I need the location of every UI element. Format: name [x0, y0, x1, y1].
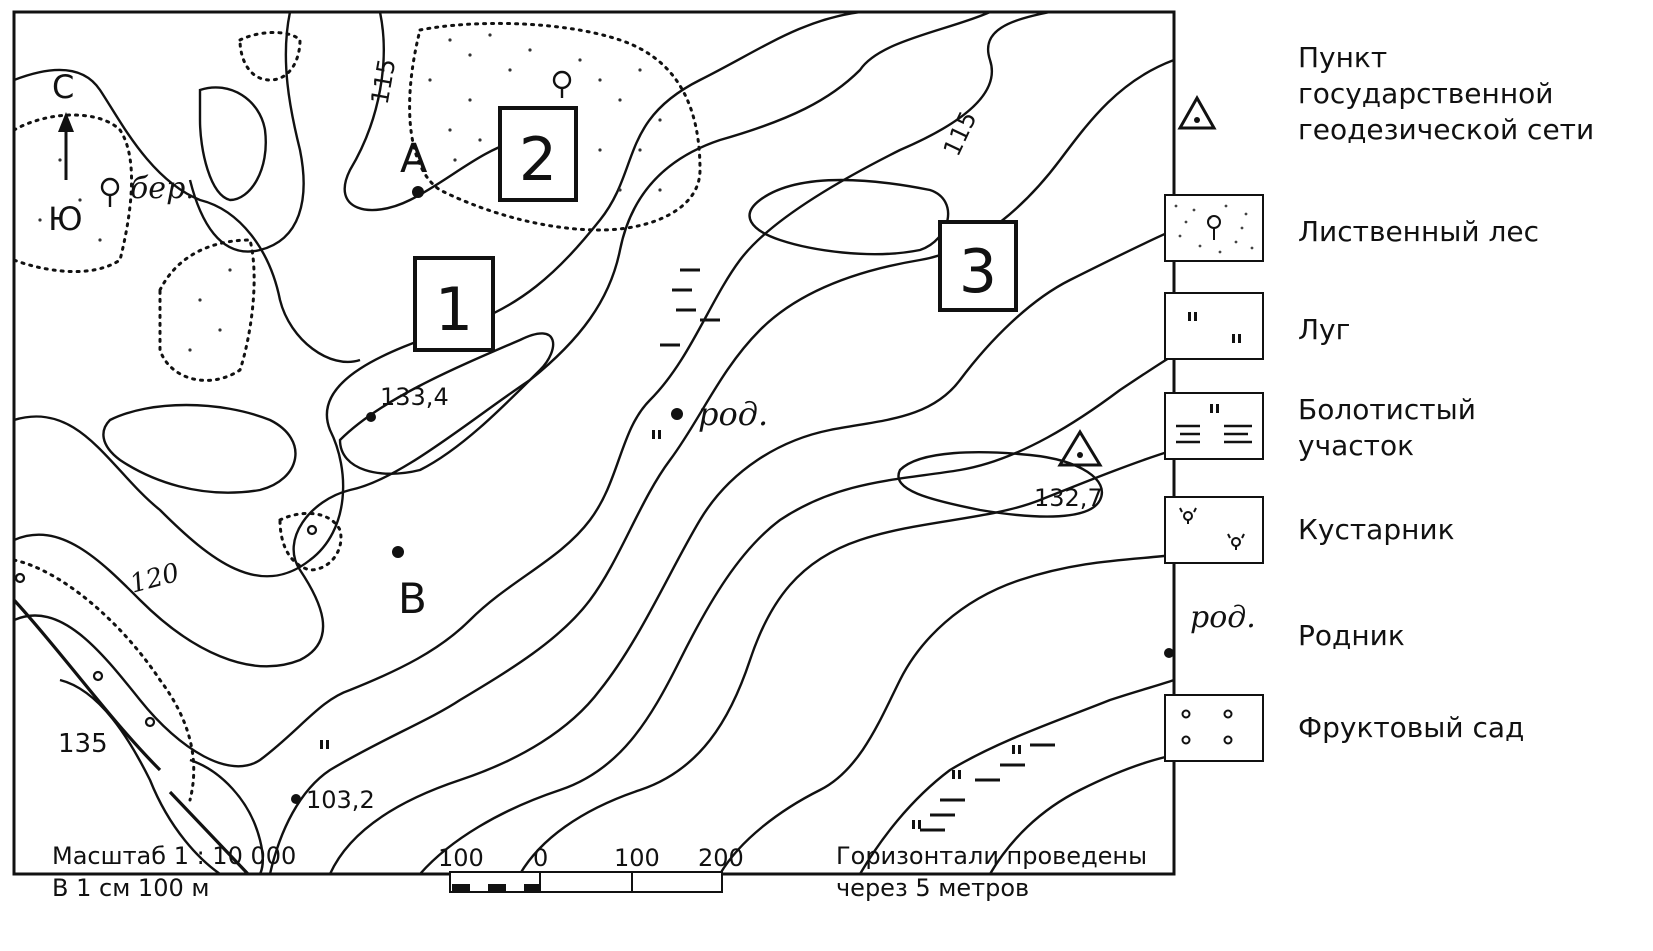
shrub-boundary — [14, 558, 196, 802]
svg-text:3: 3 — [959, 237, 997, 307]
scale-bar-label: 0 — [533, 844, 549, 872]
spring-label: род. — [698, 395, 768, 433]
orchard-boundary — [278, 511, 343, 572]
forest-tree-icon — [552, 70, 572, 98]
elevation-mark — [291, 794, 301, 804]
legend-label: Пункт — [1298, 41, 1388, 74]
contour-line — [14, 68, 361, 364]
contour-line — [718, 553, 1174, 874]
north-arrow: С Ю — [48, 68, 83, 238]
contour-line — [897, 451, 1103, 518]
contour-line — [518, 448, 1174, 874]
contour-line — [343, 12, 521, 212]
legend-label: Фруктовый сад — [1298, 711, 1525, 744]
contour-label: 115 — [366, 57, 402, 107]
contour-line — [59, 678, 221, 874]
legend-label: геодезической сети — [1298, 113, 1595, 146]
legend-label: Кустарник — [1298, 513, 1455, 546]
triangle-icon — [1177, 94, 1217, 130]
point-b-label: В — [398, 574, 427, 623]
deciduous-forest-icon — [1164, 194, 1264, 262]
point-a-marker — [412, 186, 424, 198]
forest-boundary — [14, 113, 134, 273]
contour-line — [419, 353, 1174, 874]
square-2: 2 — [498, 106, 578, 202]
road-lines — [12, 598, 250, 876]
south-label: Ю — [48, 200, 83, 238]
scale-text: Масштаб 1 : 10 000 — [52, 842, 297, 870]
elevation-mark — [366, 412, 376, 422]
svg-text:2: 2 — [519, 125, 557, 195]
contour-note: Горизонтали проведены — [836, 842, 1148, 870]
svg-text:1: 1 — [435, 275, 473, 345]
elevation-label: 103,2 — [306, 786, 375, 814]
contour-line — [14, 12, 1051, 768]
scale-subtext: В 1 см 100 м — [52, 874, 210, 902]
shrub-icon — [1164, 496, 1264, 564]
shrub-icons — [14, 524, 318, 728]
scale-bar-label: 100 — [438, 844, 484, 872]
contour-line — [198, 86, 267, 202]
contour-line — [988, 753, 1174, 874]
forest-boundary — [158, 238, 256, 382]
legend-label: Родник — [1298, 619, 1405, 652]
square-1: 1 — [413, 256, 495, 352]
contour-line — [858, 678, 1174, 874]
contour-line — [14, 12, 991, 668]
orchard-icon — [1164, 694, 1264, 762]
contour-line — [102, 403, 297, 494]
scale-bar-label: 100 — [614, 844, 660, 872]
contour-line — [338, 332, 555, 475]
contour-line — [748, 178, 950, 256]
elevation-label: 132,7 — [1034, 484, 1103, 512]
square-3: 3 — [938, 220, 1018, 312]
spring-icon: род. — [1160, 600, 1280, 670]
contour-label: 135 — [58, 729, 108, 759]
contour-line — [14, 12, 861, 578]
spring-marker — [671, 408, 683, 420]
contour-line — [328, 228, 1174, 874]
contour-line — [268, 58, 1174, 874]
forest-stipple — [38, 33, 662, 352]
elevation-label: 133,4 — [380, 383, 449, 411]
meadow-icon — [1164, 292, 1264, 360]
contour-line — [189, 758, 264, 874]
contour-label: 120 — [127, 558, 183, 600]
legend-label: участок — [1298, 429, 1415, 462]
forest-boundary — [238, 31, 302, 82]
contour-line — [188, 12, 305, 253]
contour-label: 115 — [938, 107, 983, 160]
birch-label: бер. — [130, 171, 195, 206]
geodetic-point-icon — [1057, 429, 1103, 467]
meadow-marks — [320, 430, 1021, 829]
swamp-icon — [1164, 392, 1264, 460]
contour-note-line2: через 5 метров — [836, 874, 1030, 902]
birch-tree-icon — [100, 177, 120, 207]
legend-label: Луг — [1298, 313, 1351, 346]
scale-bar — [449, 871, 723, 893]
legend-label: Болотистый — [1298, 393, 1476, 426]
scale-bar-label: 200 — [698, 844, 744, 872]
point-a-label: А — [400, 136, 428, 182]
swamp-marks — [660, 268, 1055, 832]
north-label: С — [52, 68, 74, 106]
point-b-marker — [392, 546, 404, 558]
legend-label: государственной — [1298, 77, 1554, 110]
forest-boundary — [408, 21, 702, 232]
legend-label: Лиственный лес — [1298, 215, 1540, 248]
spring-sample-label: род. — [1190, 600, 1256, 635]
